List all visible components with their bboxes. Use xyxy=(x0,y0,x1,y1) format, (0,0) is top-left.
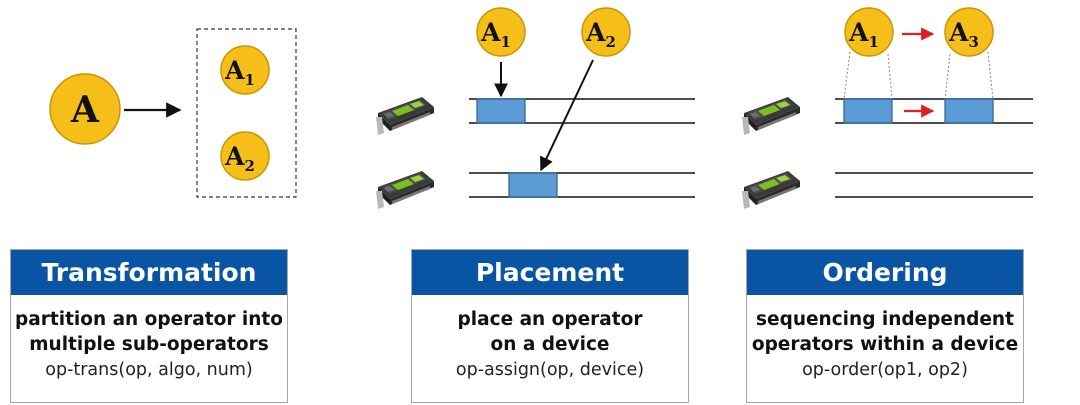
node-a1 xyxy=(476,7,526,57)
node-a2 xyxy=(581,7,631,57)
panel-description-line: sequencing independent xyxy=(756,309,1014,330)
panel-body: sequencing independent operators within … xyxy=(747,295,1023,383)
panel-signature: op-trans(op, algo, num) xyxy=(45,360,253,380)
node-a3 xyxy=(944,7,994,57)
device-2-slot xyxy=(508,172,558,198)
panel-description-line: on a device xyxy=(490,334,610,355)
diagram-canvas: A A1 A2 A1 A2 xyxy=(49,7,1033,209)
zoom-guide-left-a xyxy=(843,51,851,100)
panel-title: Placement xyxy=(412,250,688,295)
zoom-guide-right-b xyxy=(987,51,994,100)
panel-description-line: operators within a device xyxy=(751,334,1019,355)
panel-description-line: multiple sub-operators xyxy=(29,334,269,355)
assign-arrow-a2 xyxy=(540,59,594,172)
node-a2-label: A2 xyxy=(224,142,255,175)
gpu-card-icon xyxy=(742,171,800,209)
node-a-label: A xyxy=(70,89,100,131)
node-a1 xyxy=(220,45,270,95)
node-a1-label: A1 xyxy=(848,18,879,51)
node-a1-label: A1 xyxy=(480,18,511,51)
node-a3-label: A3 xyxy=(948,18,979,51)
panel-signature: op-assign(op, device) xyxy=(455,360,645,380)
gpu-card-icon xyxy=(742,97,800,135)
node-a1-label: A1 xyxy=(224,56,255,89)
gpu-card-icon xyxy=(376,171,434,209)
zoom-guide-right-a xyxy=(944,53,951,100)
gpu-card-icon xyxy=(376,97,434,135)
ordering-figure: A1 A3 xyxy=(742,7,1033,209)
panel-placement: Placement place an operator on a device … xyxy=(411,249,689,403)
device-1-slot-first xyxy=(843,98,893,124)
node-a2-label: A2 xyxy=(585,18,616,51)
panel-title: Ordering xyxy=(747,250,1023,295)
panel-signature: op-order(op1, op2) xyxy=(802,360,968,380)
panel-body: partition an operator into multiple sub-… xyxy=(11,295,287,383)
panel-description-line: place an operator xyxy=(457,309,643,330)
transformation-figure: A A1 A2 xyxy=(49,28,297,198)
device-1-slot-second xyxy=(944,98,994,124)
zoom-guide-left-b xyxy=(887,53,893,100)
node-a2 xyxy=(220,131,270,181)
node-a xyxy=(49,73,121,145)
panel-title: Transformation xyxy=(11,250,287,295)
panel-description-line: partition an operator into xyxy=(15,309,283,330)
placement-figure: A1 A2 xyxy=(376,7,695,209)
panel-ordering: Ordering sequencing independent operator… xyxy=(746,249,1024,403)
device-1-slot xyxy=(476,98,526,124)
node-a1 xyxy=(844,7,894,57)
sub-operator-group-box xyxy=(196,28,297,198)
panel-transformation: Transformation partition an operator int… xyxy=(10,249,288,403)
panel-body: place an operator on a device op-assign(… xyxy=(412,295,688,383)
